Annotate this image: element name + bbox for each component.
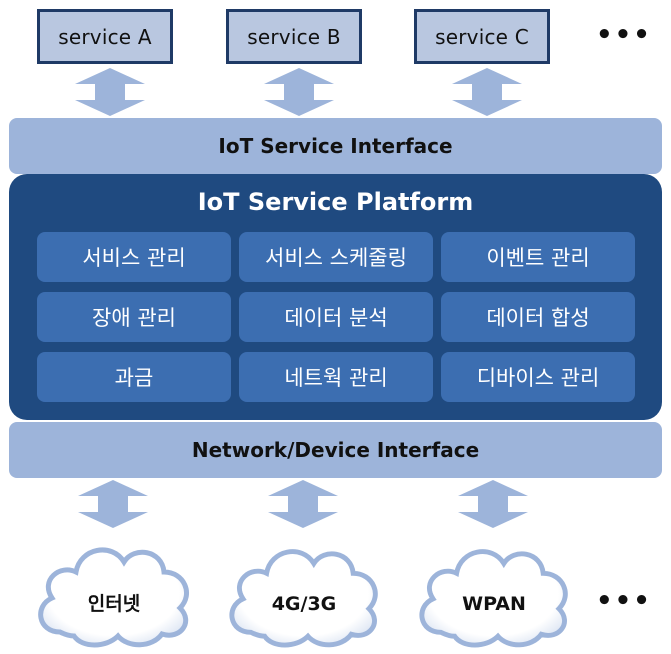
double-arrow-icon (264, 68, 334, 116)
module-event-management: 이벤트 관리 (441, 232, 635, 282)
service-b-box: service B (226, 9, 362, 64)
networks-more-dots: ••• (596, 586, 652, 616)
module-billing: 과금 (37, 352, 231, 402)
double-arrow-icon (78, 480, 148, 528)
service-c-box: service C (414, 9, 550, 64)
services-more-dots: ••• (596, 20, 652, 50)
module-data-analysis: 데이터 분석 (239, 292, 433, 342)
double-arrow-icon (268, 480, 338, 528)
service-a-box: service A (37, 9, 173, 64)
double-arrow-icon (75, 68, 145, 116)
iot-service-interface-band: IoT Service Interface (9, 118, 662, 174)
cloud-4g3g-icon (229, 549, 378, 648)
cloud-wpan-icon (419, 549, 568, 648)
network-device-interface-band: Network/Device Interface (9, 422, 662, 478)
module-service-management: 서비스 관리 (37, 232, 231, 282)
module-fault-management: 장애 관리 (37, 292, 231, 342)
module-data-synthesis: 데이터 합성 (441, 292, 635, 342)
network-wpan-label: WPAN (462, 593, 526, 615)
double-arrow-icon (458, 480, 528, 528)
module-device-management: 디바이스 관리 (441, 352, 635, 402)
network-internet-label: 인터넷 (87, 593, 141, 615)
double-arrow-icon (452, 68, 522, 116)
network-4g3g-label: 4G/3G (271, 593, 337, 615)
cloud-internet-icon (38, 547, 189, 648)
platform-title: IoT Service Platform (197, 188, 474, 216)
module-service-scheduling: 서비스 스케줄링 (239, 232, 433, 282)
module-network-management: 네트웍 관리 (239, 352, 433, 402)
